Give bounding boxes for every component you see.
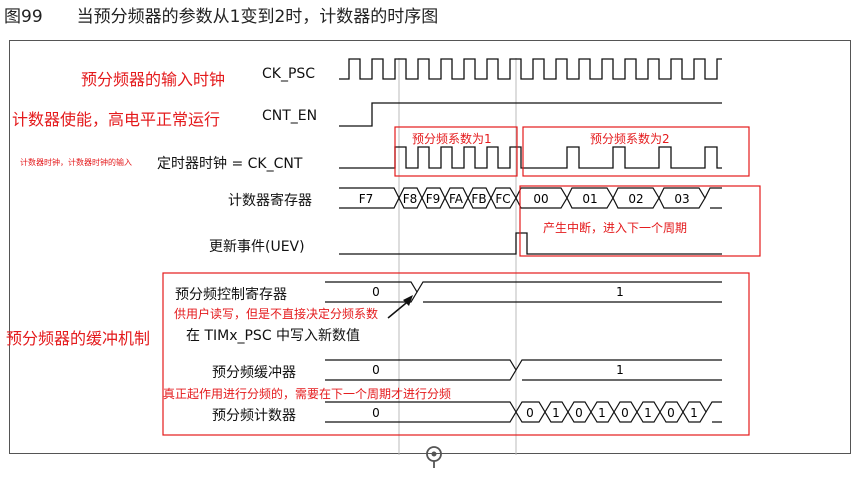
signal-label-uev: 更新事件(UEV)	[209, 239, 305, 255]
signal-label-psc-buffer: 预分频缓冲器	[212, 365, 296, 381]
annotation-div2: 预分频系数为2	[590, 132, 670, 146]
psc-buffer-bus	[325, 359, 722, 381]
counter-value: FB	[471, 192, 486, 206]
ck-psc-waveform	[339, 58, 722, 80]
annotation-interrupt: 产生中断，进入下一个周期	[543, 221, 688, 235]
counter-value: 03	[674, 192, 689, 206]
div2-box	[522, 126, 750, 177]
psc-buffer-value-1: 1	[616, 363, 624, 377]
signal-label-cnt-en: CNT_EN	[262, 108, 318, 124]
annotation-ck-psc: 预分频器的输入时钟	[81, 70, 226, 89]
signal-label-counter-register: 计数器寄存器	[228, 193, 312, 209]
psc-counter-value: 0	[621, 406, 629, 420]
annotation-ck-cnt: 计数器时钟，计数器时钟的输入	[20, 158, 132, 167]
counter-value: F7	[359, 192, 374, 206]
figure-title: 图99 当预分频器的参数从1变到2时，计数器的时序图	[4, 7, 439, 27]
counter-value: 02	[628, 192, 643, 206]
signal-label-psc-ctrl: 预分频控制寄存器	[175, 287, 287, 303]
psc-counter-value: 0	[526, 406, 534, 420]
cnt-en-waveform	[339, 102, 722, 127]
signal-label-ck-psc: CK_PSC	[262, 66, 316, 82]
counter-value: F9	[426, 192, 441, 206]
psc-buffer-value-0: 0	[372, 363, 380, 377]
annotation-cnt-en: 计数器使能，高电平正常运行	[12, 110, 221, 129]
counter-value: 00	[533, 192, 548, 206]
counter-value: FA	[449, 192, 464, 206]
psc-counter-value: 1	[598, 406, 606, 420]
write-note: 在 TIMx_PSC 中写入新数值	[186, 328, 361, 344]
counter-value: F8	[403, 192, 418, 206]
counter-value: 01	[582, 192, 597, 206]
psc-ctrl-bus	[325, 281, 722, 303]
psc-ctrl-value-1: 1	[616, 285, 624, 299]
annotation-buffer-mechanism: 预分频器的缓冲机制	[6, 329, 151, 348]
ck-cnt-waveform	[339, 146, 722, 169]
buffer-mechanism-box	[162, 272, 750, 436]
psc-counter-value: 1	[552, 406, 560, 420]
psc-counter-value: 0	[667, 406, 675, 420]
uev-waveform	[339, 232, 722, 255]
rotate-icon	[426, 446, 442, 468]
diagram-frame	[9, 40, 851, 454]
psc-counter-value: 1	[690, 406, 698, 420]
psc-counter-value: 1	[644, 406, 652, 420]
psc-counter-bus	[325, 401, 722, 423]
counter-register-bus	[339, 187, 722, 209]
write-arrow-head	[403, 295, 413, 306]
interrupt-box	[519, 185, 761, 257]
div1-box	[394, 126, 518, 177]
annotation-real-div: 真正起作用进行分频的，需要在下一个周期才进行分频	[163, 387, 452, 401]
psc-counter-value: 0	[372, 406, 380, 420]
psc-ctrl-value-0: 0	[372, 285, 380, 299]
annotation-div1: 预分频系数为1	[412, 132, 492, 146]
signal-label-ck-cnt: 定时器时钟 = CK_CNT	[157, 156, 303, 172]
signal-label-psc-counter: 预分频计数器	[212, 408, 296, 424]
counter-value: FC	[495, 192, 510, 206]
psc-counter-value: 0	[575, 406, 583, 420]
annotation-user-rw: 供用户读写，但是不直接决定分频系数	[174, 307, 379, 321]
